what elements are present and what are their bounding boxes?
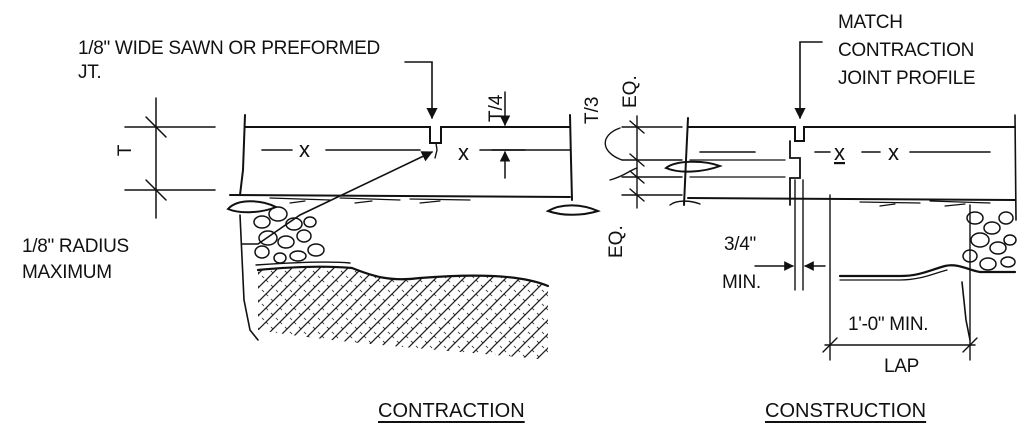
thickness-dimension	[124, 97, 216, 219]
joint-note-leader	[404, 61, 438, 120]
match-note-line3: JOINT PROFILE	[838, 68, 976, 89]
lap-min-label: 1'-0" MIN.	[848, 314, 929, 335]
match-note-line2: CONTRACTION	[838, 40, 975, 61]
key-depth-label: T/3	[582, 96, 603, 124]
lap-dimension	[822, 194, 978, 361]
joint-note-line1: 1/8" WIDE SAWN OR PREFORMED	[78, 38, 380, 59]
key-dimension-lines	[604, 115, 683, 209]
contraction-marker-left: x	[299, 137, 310, 162]
eq-bottom-label: EQ.	[606, 225, 627, 258]
match-leader	[794, 41, 823, 120]
eq-top-label: EQ.	[620, 75, 641, 108]
joint-depth-dimension	[491, 91, 526, 179]
contraction-base-course	[269, 197, 471, 204]
construction-slab	[683, 117, 1016, 206]
contraction-right-lip	[545, 204, 601, 216]
contraction-left-lip	[226, 200, 279, 214]
construction-left-lip	[664, 160, 723, 173]
construction-subgrade-line	[838, 264, 1017, 278]
construction-marker-right: x	[888, 140, 899, 165]
gap-dimension	[754, 179, 826, 291]
contraction-aggregate-pile	[253, 206, 325, 264]
radius-note-line2: MAXIMUM	[22, 262, 112, 283]
match-note-line1: MATCH	[838, 12, 903, 33]
construction-aggregate-pile	[962, 211, 1017, 271]
contraction-marker-right: x	[458, 140, 469, 165]
gap-value-label: 3/4"	[724, 234, 756, 255]
lap-label: LAP	[884, 356, 920, 377]
contraction-title: CONTRACTION	[378, 400, 525, 422]
radius-note-line1: 1/8" RADIUS	[22, 236, 129, 257]
gap-min-label: MIN.	[722, 272, 761, 293]
construction-base-course	[859, 200, 991, 207]
contraction-subgrade-hatch	[258, 266, 548, 360]
construction-title: CONSTRUCTION	[765, 400, 927, 422]
radius-leader-line	[241, 151, 434, 245]
joint-note-line2: JT.	[78, 62, 102, 83]
contraction-slab	[229, 114, 573, 201]
construction-marker-left: x	[834, 140, 845, 165]
joint-depth-label: T/4	[486, 94, 507, 122]
thickness-label: T	[115, 144, 137, 157]
